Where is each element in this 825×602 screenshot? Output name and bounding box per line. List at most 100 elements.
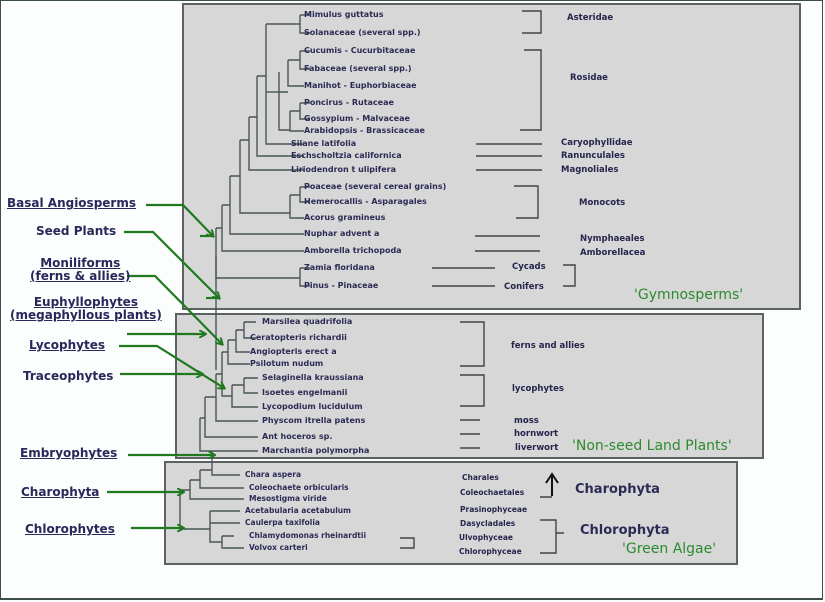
- group-brackets: [400, 10, 576, 554]
- group-label: Chlorophyceae: [459, 547, 522, 556]
- taxon-label: Chlamydomonas rheinardtii: [249, 531, 367, 540]
- up-arrow-icon: [545, 472, 559, 496]
- group-label: Ulvophyceae: [459, 533, 513, 542]
- taxon-label: Poaceae (several cereal grains): [304, 182, 447, 191]
- tree-branches: [179, 14, 310, 549]
- group-label: moss: [514, 416, 539, 426]
- taxon-label: Angiopteris erect a: [250, 347, 337, 356]
- branch: [289, 194, 304, 219]
- taxon-label: Mimulus guttatus: [304, 10, 384, 19]
- clade-label-charophyta: Charophyta: [21, 485, 100, 499]
- branch: [221, 351, 232, 397]
- group-label: Dasycladales: [460, 519, 516, 528]
- clade-arrow: [119, 344, 224, 388]
- taxon-label: Manihot - Euphorbiaceae: [304, 81, 417, 90]
- group-label: Nymphaeales: [580, 234, 645, 244]
- taxon-label: Arabidopsis - Brassicaceae: [304, 126, 425, 135]
- group-bracket: [514, 185, 539, 219]
- branch: [231, 384, 258, 408]
- branch: [227, 339, 250, 365]
- clade-label-basal-angiosperms: Basal Angiosperms: [7, 196, 136, 210]
- clade-arrows: [107, 203, 224, 528]
- group-label: Charales: [462, 473, 499, 482]
- branch: [199, 417, 258, 452]
- taxon-label: Physcom itrella patens: [262, 416, 366, 425]
- taxon-label: Solanaceae (several spp.): [304, 28, 421, 37]
- branch: [215, 227, 300, 279]
- branch: [189, 479, 244, 500]
- moniliforms-title: Moniliforms: [40, 256, 121, 270]
- branch: [221, 204, 304, 252]
- taxon-label: Ceratopteris richardii: [250, 333, 347, 342]
- branch: [299, 267, 310, 287]
- moniliforms-subtitle: (ferns & allies): [30, 269, 131, 283]
- taxon-label: Acorus gramineus: [304, 213, 386, 222]
- branch: [199, 469, 244, 489]
- branch: [248, 116, 304, 171]
- taxon-label: Psilotum nudum: [250, 359, 324, 368]
- branch: [221, 535, 244, 549]
- group-bracket: [460, 374, 485, 407]
- taxon-label: Nuphar advent a: [304, 229, 380, 238]
- group-bracket: [460, 321, 485, 367]
- group-bracket: [522, 10, 542, 34]
- euphyllophytes-title: Euphyllophytes: [33, 295, 138, 309]
- clade-label-chlorophytes: Chlorophytes: [25, 522, 115, 536]
- taxon-label: Cucumis - Cucurbitaceae: [304, 46, 416, 55]
- taxon-label: Acetabularia acetabulum: [245, 506, 351, 515]
- euphyllophytes-subtitle: (megaphyllous plants): [10, 308, 162, 322]
- branch: [235, 329, 250, 353]
- taxon-label: Zamia floridana: [304, 263, 375, 272]
- taxon-label: Marsilea quadrifolia: [262, 317, 353, 326]
- branch: [204, 396, 258, 438]
- group-bracket: [460, 419, 480, 449]
- branch: [289, 110, 304, 132]
- branch: [256, 75, 304, 157]
- group-label: Rosidae: [570, 73, 608, 83]
- branch: [211, 465, 240, 476]
- group-label: Conifers: [504, 282, 544, 292]
- branch: [243, 377, 258, 394]
- clade-label-moniliforms: Moniliforms (ferns & allies): [30, 257, 130, 283]
- green-algae-panel: [164, 461, 738, 565]
- clade-arrow: [146, 203, 213, 236]
- clade-label-lycophytes: Lycophytes: [29, 338, 105, 352]
- group-bracket: [432, 267, 495, 287]
- branch: [243, 321, 256, 339]
- branch: [239, 139, 290, 214]
- panel-title-nonseed-land-plants: 'Non-seed Land Plants': [572, 438, 732, 454]
- panel-title-green-algae: 'Green Algae': [622, 541, 717, 557]
- branch: [299, 102, 310, 120]
- branch: [287, 59, 304, 87]
- group-label: hornwort: [514, 429, 559, 439]
- group-bracket: [476, 143, 542, 171]
- group-label: Prasinophyceae: [460, 505, 528, 514]
- group-bracket: [540, 496, 564, 554]
- group-label: Caryophyllidae: [561, 138, 633, 148]
- group-label: Monocots: [579, 198, 626, 208]
- group-label: Magnoliales: [561, 165, 619, 175]
- panel-title-gymnosperms: 'Gymnosperms': [634, 287, 744, 303]
- branch: [209, 510, 240, 543]
- taxon-label: Isoetes engelmanii: [262, 388, 348, 397]
- taxon-label: Coleochaete orbicularis: [249, 483, 349, 492]
- branch: [299, 50, 310, 70]
- taxon-label: Selaginella kraussiana: [262, 373, 364, 382]
- group-label: Asteridae: [567, 13, 614, 23]
- branch: [299, 186, 310, 203]
- taxon-label: Eschscholtzia californica: [291, 151, 402, 160]
- taxon-label: Fabaceae (several spp.): [304, 64, 412, 73]
- taxon-label: Liriodendron t ulipifera: [291, 165, 397, 174]
- taxon-label: Mesostigma viride: [249, 494, 327, 503]
- taxon-label: Pinus - Pinaceae: [304, 281, 379, 290]
- taxon-label: Gossypium - Malvaceae: [304, 114, 410, 123]
- taxon-label: Volvox carteri: [249, 543, 308, 552]
- group-label: ferns and allies: [511, 341, 585, 351]
- group-bracket: [520, 49, 542, 131]
- taxon-label: Chara aspera: [245, 470, 302, 479]
- clade-label-embryophytes: Embryophytes: [20, 446, 118, 460]
- group-label: lycophytes: [512, 384, 564, 394]
- group-label-charophyta-large: Charophyta: [575, 482, 660, 497]
- taxon-label: Caulerpa taxifolia: [245, 518, 320, 527]
